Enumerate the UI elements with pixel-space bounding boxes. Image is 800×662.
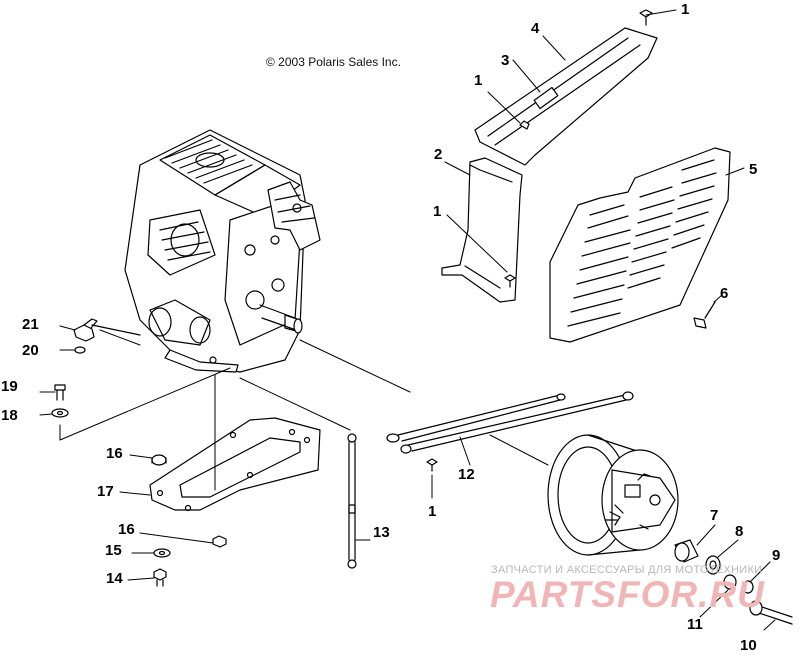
part-12-cables bbox=[386, 391, 634, 454]
part-21-elbow-fitting bbox=[73, 318, 141, 342]
callout-21: 21 bbox=[22, 316, 39, 333]
watermark-caption: ЗАПЧАСТИ И АКСЕССУАРЫ ДЛЯ МОТОТЕХНИКИ bbox=[491, 564, 763, 576]
part-4-top-cover-bracket bbox=[474, 9, 658, 166]
part-7-bushing bbox=[674, 539, 699, 563]
leader-lines bbox=[39, 9, 776, 631]
part-15-washer bbox=[153, 548, 171, 558]
part-9-washer bbox=[742, 580, 754, 594]
part-16-nut-lower bbox=[212, 535, 227, 548]
part-6-screw bbox=[693, 301, 716, 329]
callout-11: 11 bbox=[687, 616, 703, 633]
callout-12: 12 bbox=[458, 466, 475, 483]
callout-7: 7 bbox=[710, 507, 719, 524]
part-5-vented-grille bbox=[549, 147, 731, 343]
callout-16-lower: 16 bbox=[118, 521, 135, 538]
callout-19: 19 bbox=[1, 378, 18, 395]
callout-18: 18 bbox=[1, 407, 18, 424]
callout-4: 4 bbox=[531, 20, 540, 37]
callout-10: 10 bbox=[740, 637, 757, 654]
callout-13: 13 bbox=[373, 524, 390, 541]
callout-15: 15 bbox=[105, 542, 122, 559]
callout-2: 2 bbox=[434, 146, 443, 163]
callout-1-lower: 1 bbox=[428, 503, 437, 520]
callout-3: 3 bbox=[501, 52, 510, 69]
callout-9: 9 bbox=[772, 547, 781, 564]
part-20-nut bbox=[74, 346, 86, 354]
part-10-bolt bbox=[749, 600, 793, 625]
callout-5: 5 bbox=[749, 161, 758, 178]
callout-16-upper: 16 bbox=[106, 445, 123, 462]
callout-1-upper: 1 bbox=[474, 72, 483, 89]
callout-1-top: 1 bbox=[681, 1, 690, 18]
copyright-notice: © 2003 Polaris Sales Inc. bbox=[266, 55, 401, 69]
callout-17: 17 bbox=[97, 483, 114, 500]
part-2-side-bracket bbox=[441, 157, 523, 303]
callout-1-mid: 1 bbox=[433, 203, 442, 220]
callout-8: 8 bbox=[735, 523, 744, 540]
part-17-mount-plate bbox=[149, 417, 321, 512]
clutch-pulley bbox=[547, 434, 679, 556]
engine-assembly bbox=[124, 129, 321, 373]
callout-20: 20 bbox=[22, 342, 39, 359]
callout-6: 6 bbox=[720, 285, 729, 302]
part-16-nut-upper bbox=[151, 454, 167, 466]
part-11-washer bbox=[723, 574, 737, 590]
callout-14: 14 bbox=[106, 570, 123, 587]
part-13-ground-strap bbox=[347, 433, 357, 569]
part-8-washer bbox=[705, 555, 721, 575]
watermark-logo: PARTSFOR.RU bbox=[490, 574, 765, 615]
part-1-screw-lower bbox=[426, 458, 438, 472]
part-14-bolt bbox=[153, 568, 167, 587]
part-19-bolt bbox=[54, 384, 66, 401]
part-18-washer bbox=[51, 408, 69, 418]
